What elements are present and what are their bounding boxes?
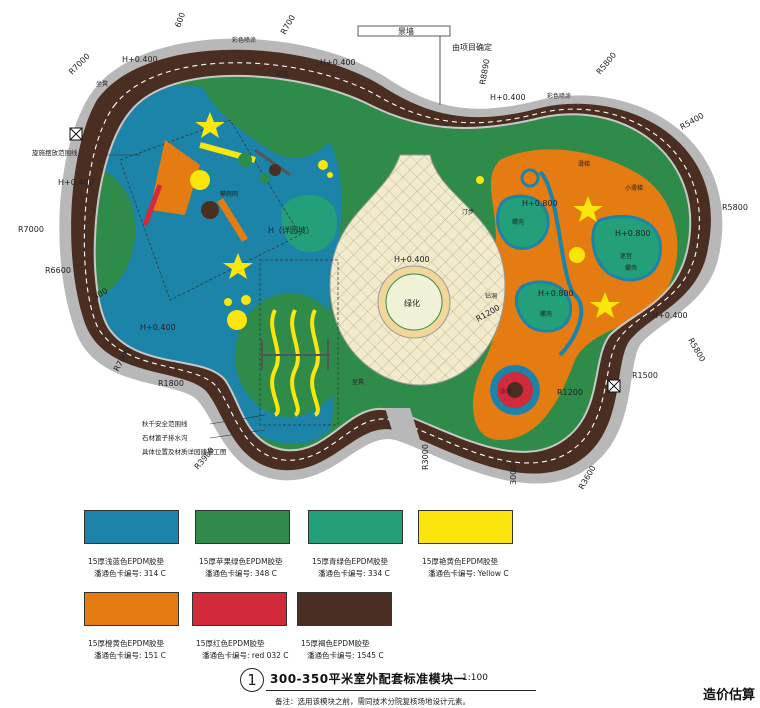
yellow-decorations [195,112,620,330]
label-color-spray-b: 彩色喷涂 [547,92,571,100]
swatch-material-label: 15厚艳黄色EPDM胶垫 [422,557,499,566]
label-h800-b: H+0.800 [615,229,651,238]
label-track: 跑道 [276,70,288,78]
label-stepping: 汀步 [462,208,474,216]
swing-frame [260,340,330,370]
swatch-material-label: 15厚浅蓝色EPDM胶垫 [88,557,165,566]
swing-safety-zone [259,259,339,426]
swatch-pantone-label: 潘通色卡编号: Yellow C [428,569,509,578]
label-h400-g: H+0.400 [652,311,688,320]
label-bench-a: 坐凳 [96,80,108,88]
label-green-center: 绿化 [404,298,420,308]
label-r5800-a: R5800 [595,51,619,77]
label-h800-c: H+0.800 [538,289,574,298]
label-h400-e: H+0.400 [140,323,176,332]
color-swatch [84,592,179,626]
swatch-material-label: 15厚苹果绿色EPDM胶垫 [199,557,283,566]
swatch-material-label: 15厚红色EPDM胶垫 [196,639,265,648]
label-r8890: R8890 [478,58,491,85]
label-slide: 滑梯 [578,160,590,168]
annotation-3: 石材篦子排水沟 [142,433,188,442]
site-plan-drawing: 600 R700 R7000 H+0.400 H+0.400 景墙 由项目确定 … [18,11,748,491]
label-600: 600 [173,11,187,28]
label-r1500: R1500 [632,371,658,380]
cost-estimate-label: 造价估算 [703,688,756,703]
annotation-2: 秋千安全范围线 [142,419,188,428]
label-bench-b: 坐凳 [352,378,364,386]
label-sand: 沙池 [500,387,512,395]
label-r5800-b: R5800 [722,203,748,212]
label-crawl: 钻洞 [485,292,497,300]
drawing-scale: 1:100 [462,673,488,683]
label-r700: R700 [279,13,297,36]
swatch-pantone-label: 潘通色卡编号: 348 C [205,569,277,578]
label-r5400: R5400 [679,111,706,132]
label-h-stair: H（详园坡） [268,225,314,235]
label-h400-a: H+0.400 [122,55,158,64]
label-h400-d: H+0.400 [58,178,94,187]
label-3000: 3000 [509,465,518,485]
label-shell-b: 螺壳 [625,264,637,272]
drawing-number: 1 [240,668,264,692]
label-color-spray-a: 彩色喷涂 [232,36,256,44]
drawing-title-block: 1 300-350平米室外配套标准模块一 1:100 备注：选用该模块之前，需同… [240,668,540,708]
swatch-pantone-label: 潘通色卡编号: 1545 C [307,651,384,660]
annotation-1: 旋施摆放范围线 [32,148,78,157]
label-net: 攀爬网 [220,190,238,198]
label-h400-f: H+0.400 [394,255,430,264]
drawing-title: 300-350平米室外配套标准模块一 [270,672,467,686]
annotation-4: 具体位置及材质详园建施工图 [142,447,227,456]
color-swatch [418,510,513,544]
label-r1200-b: R1200 [557,388,583,397]
title-underline [266,690,536,691]
label-r6600: R6600 [45,266,71,275]
color-swatch [192,592,287,626]
swatch-material-label: 15厚橙黄色EPDM胶垫 [88,639,165,648]
track-lane-line [83,62,700,464]
color-swatch [84,510,179,544]
label-r7000-b: R7000 [18,225,44,234]
color-swatch [195,510,290,544]
label-r3000: R3000 [421,444,430,470]
label-h400-c: H+0.400 [490,93,526,102]
label-maze: 迷宫 [620,252,632,260]
label-wall: 景墙 [398,26,414,36]
swatch-material-label: 15厚青绿色EPDM胶垫 [312,557,389,566]
swatch-pantone-label: 潘通色卡编号: red 032 C [202,651,289,660]
color-swatch [297,592,392,626]
label-decided: 由项目确定 [452,42,492,52]
label-shell-c: 螺壳 [540,310,552,318]
label-r5800-c: R5800 [686,337,707,364]
label-shell-a: 螺壳 [512,218,524,226]
label-r1800: R1800 [158,379,184,388]
label-h400-b: H+0.400 [320,58,356,67]
swatch-pantone-label: 潘通色卡编号: 334 C [318,569,390,578]
swatch-pantone-label: 潘通色卡编号: 314 C [94,569,166,578]
drawing-note: 备注：选用该模块之前，需同技术分院复核场地设计元素。 [275,697,470,706]
label-r7000-a: R7000 [67,52,92,77]
swatch-material-label: 15厚褐色EPDM胶垫 [301,639,370,648]
label-small-slide: 小滑梯 [625,184,643,192]
label-h800-a: H+0.800 [522,199,558,208]
swatch-pantone-label: 潘通色卡编号: 151 C [94,651,166,660]
color-swatch [308,510,403,544]
spring-toys [270,309,320,417]
play-structure [142,140,291,242]
